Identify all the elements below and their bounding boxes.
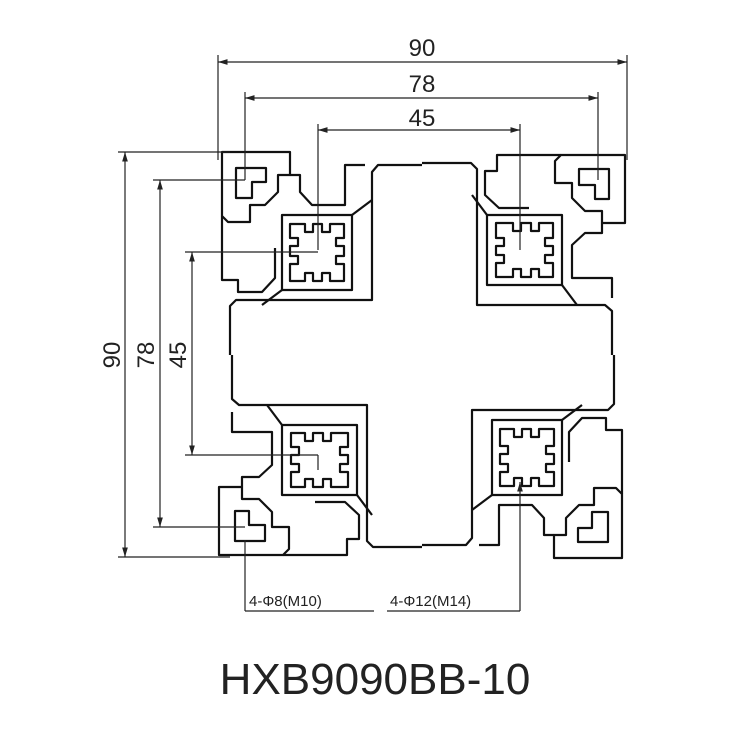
top-dimensions: 90 78 45 [217,35,628,250]
dim-top-90: 90 [409,35,436,62]
dim-left-45: 45 [165,342,192,369]
model-number: HXB9090BB-10 [220,655,531,704]
dim-top-45: 45 [409,105,436,132]
callout-large-holes: 4-Φ12(M14) [390,593,471,610]
dim-left-78: 78 [133,342,160,369]
hole-callouts: 4-Φ8(M10) 4-Φ12(M14) [244,455,523,612]
dim-left-90: 90 [99,342,126,369]
callout-small-holes: 4-Φ8(M10) [249,593,322,610]
left-dimensions: 90 78 45 [99,151,318,558]
aluminum-profile-cross-section [217,150,627,560]
dim-top-78: 78 [409,71,436,98]
